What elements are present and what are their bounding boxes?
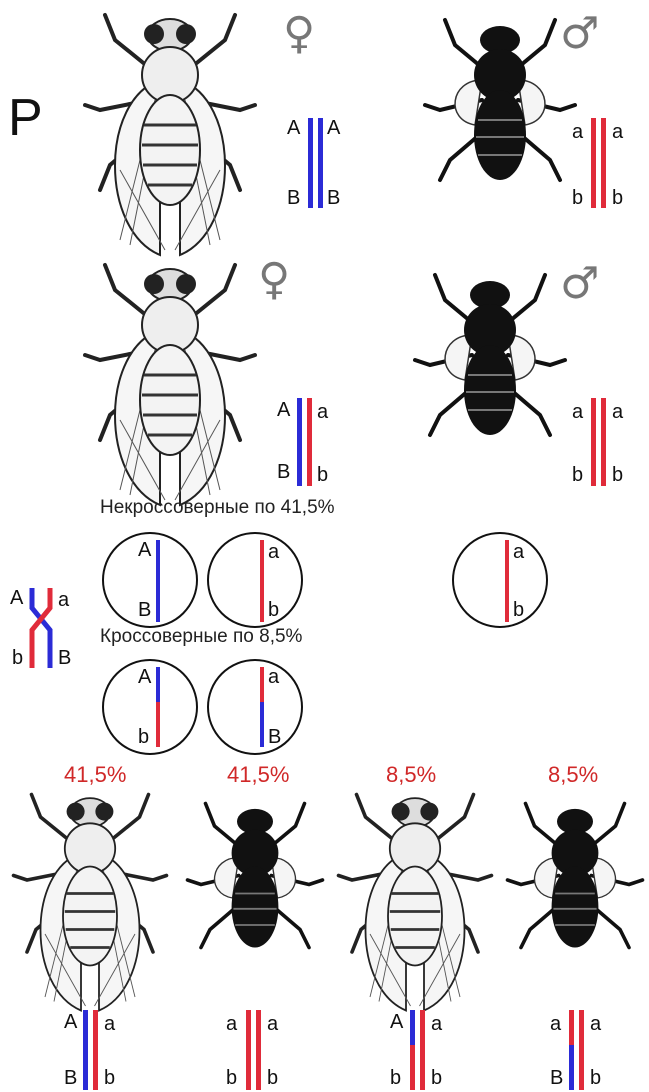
offspring-4-fly bbox=[508, 804, 643, 948]
allele-a: a bbox=[317, 402, 328, 422]
allele-A: A bbox=[138, 667, 151, 687]
allele-b: b bbox=[12, 648, 23, 668]
allele-b: b bbox=[268, 600, 279, 620]
f1-male-fly bbox=[415, 275, 565, 435]
allele-a: a bbox=[612, 402, 623, 422]
allele-B: B bbox=[327, 188, 340, 208]
allele-B: B bbox=[64, 1068, 77, 1088]
allele-b: b bbox=[226, 1068, 237, 1088]
allele-B: B bbox=[287, 188, 300, 208]
allele-B: B bbox=[277, 462, 290, 482]
allele-b: b bbox=[317, 465, 328, 485]
parent-female-fly bbox=[85, 15, 255, 255]
allele-b: b bbox=[513, 600, 524, 620]
allele-a: a bbox=[431, 1014, 442, 1034]
allele-b: b bbox=[104, 1068, 115, 1088]
allele-A: A bbox=[138, 540, 151, 560]
allele-b: b bbox=[612, 188, 623, 208]
offspring-3-fly bbox=[339, 795, 492, 1011]
allele-B: B bbox=[268, 727, 281, 747]
allele-a: a bbox=[268, 542, 279, 562]
gamete-circle-aB bbox=[208, 660, 302, 754]
parent-male-fly bbox=[425, 20, 575, 180]
allele-A: A bbox=[277, 400, 290, 420]
allele-a: a bbox=[104, 1014, 115, 1034]
allele-A: A bbox=[390, 1012, 403, 1032]
allele-A: A bbox=[10, 588, 23, 608]
allele-b: b bbox=[138, 727, 149, 747]
offspring-1-fly bbox=[13, 795, 166, 1011]
allele-a: a bbox=[590, 1014, 601, 1034]
allele-a: a bbox=[550, 1014, 561, 1034]
allele-a: a bbox=[572, 122, 583, 142]
allele-a: a bbox=[267, 1014, 278, 1034]
allele-a: a bbox=[58, 590, 69, 610]
allele-b: b bbox=[590, 1068, 601, 1088]
allele-a: a bbox=[513, 542, 524, 562]
allele-A: A bbox=[327, 118, 340, 138]
allele-b: b bbox=[572, 188, 583, 208]
allele-a: a bbox=[226, 1014, 237, 1034]
allele-b: b bbox=[267, 1068, 278, 1088]
offspring-2-fly bbox=[188, 804, 323, 948]
gamete-circle-ab-1 bbox=[208, 533, 302, 627]
allele-B: B bbox=[550, 1068, 563, 1088]
allele-b: b bbox=[612, 465, 623, 485]
allele-a: a bbox=[612, 122, 623, 142]
f1-female-fly bbox=[85, 265, 255, 505]
allele-A: A bbox=[287, 118, 300, 138]
allele-B: B bbox=[138, 600, 151, 620]
gamete-circle-ab-male bbox=[453, 533, 547, 627]
allele-b: b bbox=[431, 1068, 442, 1088]
allele-b: b bbox=[390, 1068, 401, 1088]
allele-B: B bbox=[58, 648, 71, 668]
allele-a: a bbox=[572, 402, 583, 422]
allele-b: b bbox=[572, 465, 583, 485]
allele-A: A bbox=[64, 1012, 77, 1032]
allele-a: a bbox=[268, 667, 279, 687]
